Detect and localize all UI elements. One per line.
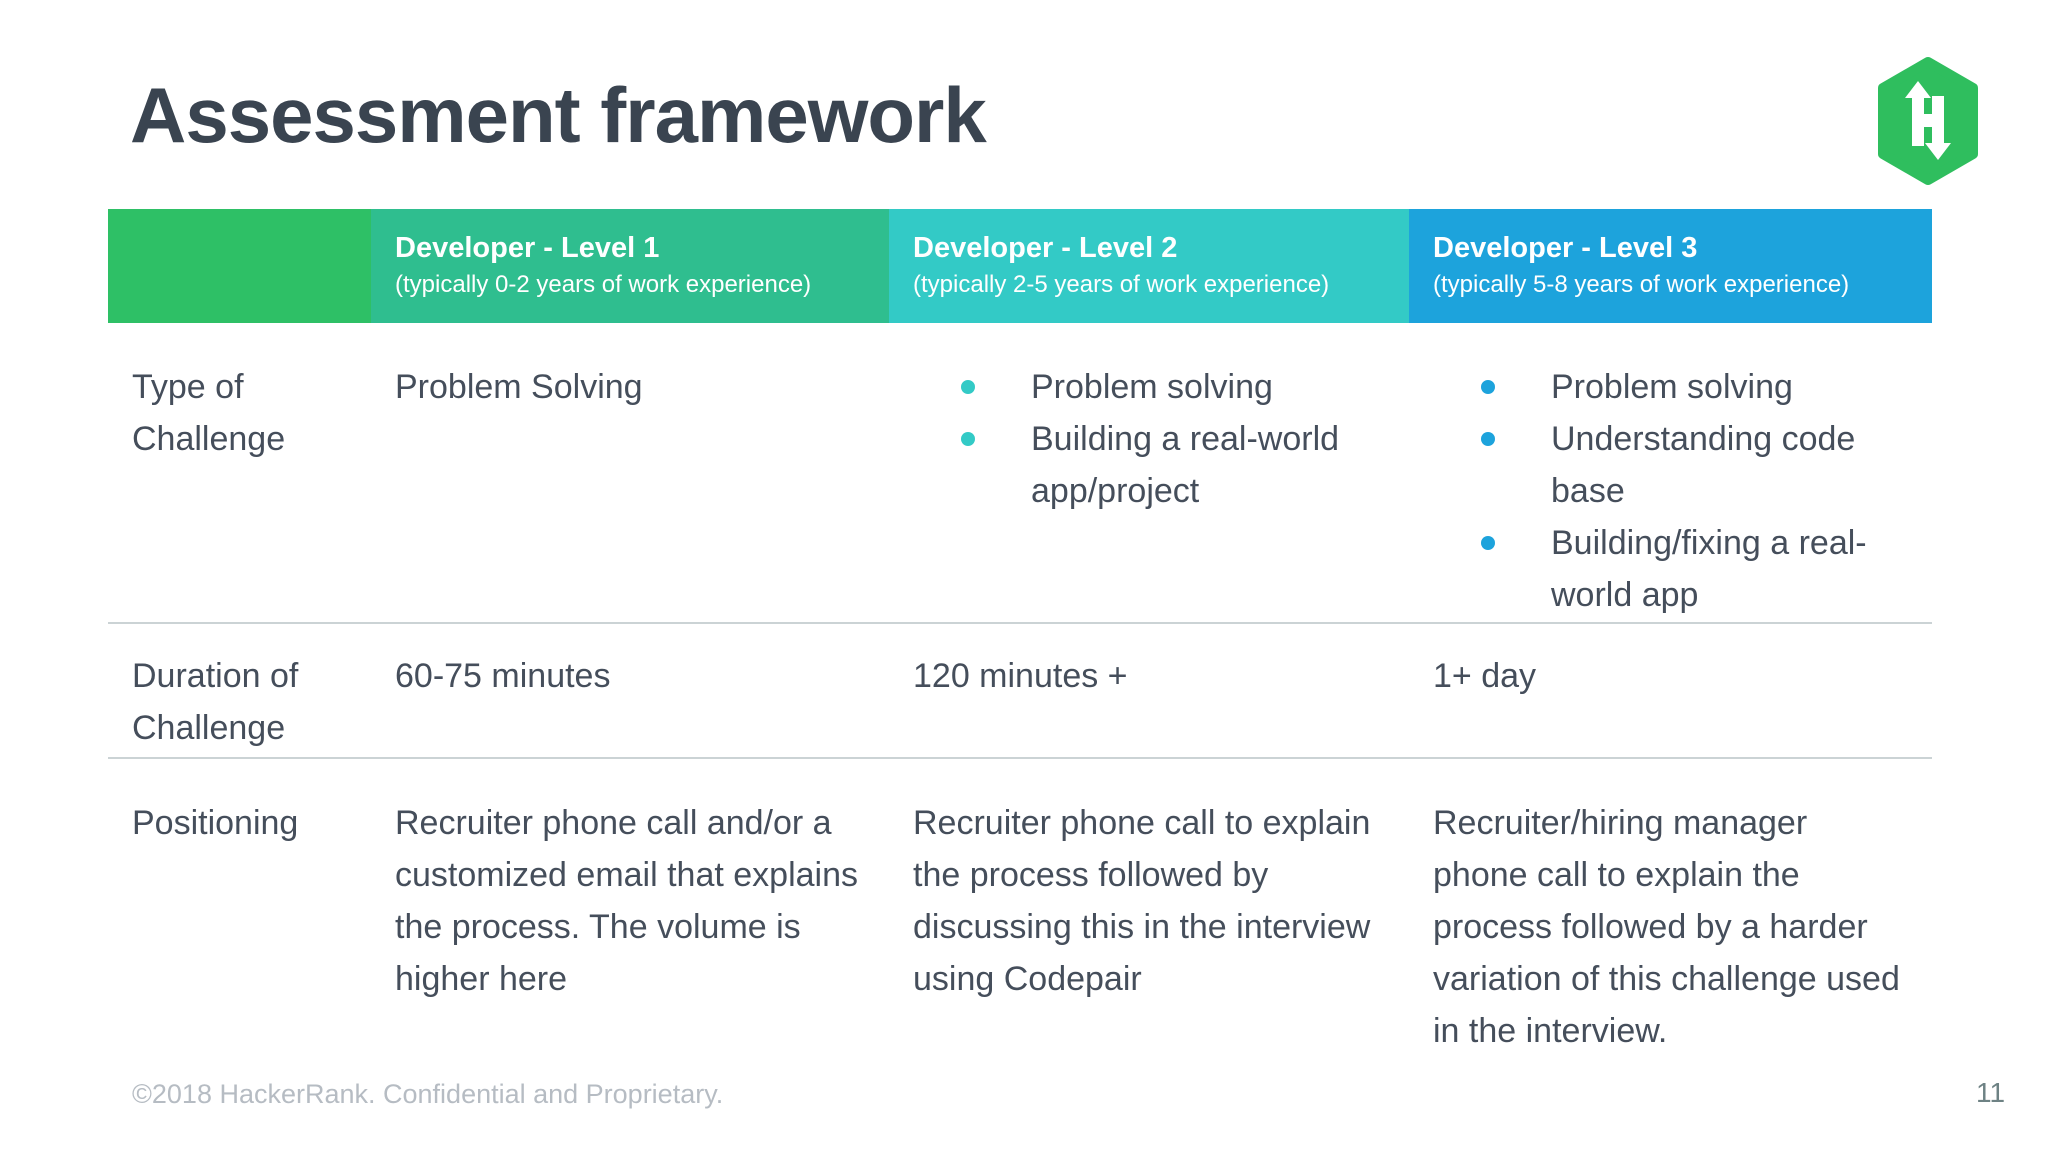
cell-level2-type: Problem solving Building a real-world ap… bbox=[889, 323, 1409, 622]
list-item: Problem solving bbox=[913, 361, 1395, 413]
row-positioning: Positioning Recruiter phone call and/or … bbox=[108, 757, 1932, 1112]
table-header-row: Developer - Level 1 (typically 0-2 years… bbox=[108, 209, 1932, 323]
header-cell-level-1: Developer - Level 1 (typically 0-2 years… bbox=[371, 209, 889, 323]
bullet-text: Problem solving bbox=[1031, 368, 1273, 406]
bullet-icon bbox=[1481, 380, 1495, 394]
bullet-text: Building/fixing a real-world app bbox=[1551, 524, 1867, 614]
column-subtitle: (typically 2-5 years of work experience) bbox=[913, 271, 1330, 299]
column-title: Developer - Level 2 bbox=[913, 232, 1178, 265]
header-cell-blank bbox=[108, 209, 371, 323]
level2-bullet-list: Problem solving Building a real-world ap… bbox=[913, 361, 1395, 517]
cell-level1-positioning: Recruiter phone call and/or a customized… bbox=[371, 759, 889, 1112]
assessment-table: Developer - Level 1 (typically 0-2 years… bbox=[108, 209, 1932, 1112]
cell-level1-type: Problem Solving bbox=[395, 368, 643, 406]
level3-bullet-list: Problem solving Understanding code base … bbox=[1433, 361, 1915, 621]
list-item: Understanding code base bbox=[1433, 413, 1915, 517]
column-title: Developer - Level 1 bbox=[395, 232, 660, 265]
header-cell-level-3: Developer - Level 3 (typically 5-8 years… bbox=[1409, 209, 1932, 323]
row-label: Positioning bbox=[132, 804, 299, 842]
bullet-text: Problem solving bbox=[1551, 368, 1793, 406]
cell-level1-duration: 60-75 minutes bbox=[395, 657, 611, 695]
row-label: Type of Challenge bbox=[132, 368, 286, 458]
bullet-icon bbox=[1481, 432, 1495, 446]
page-title: Assessment framework bbox=[130, 71, 987, 159]
positioning-text: Recruiter phone call and/or a customized… bbox=[395, 804, 859, 998]
hackerrank-logo-icon bbox=[1876, 56, 1980, 186]
bullet-icon bbox=[961, 380, 975, 394]
page-number: 11 bbox=[1976, 1077, 2006, 1108]
bullet-text: Understanding code base bbox=[1551, 420, 1856, 510]
bullet-icon bbox=[961, 432, 975, 446]
list-item: Building/fixing a real-world app bbox=[1433, 517, 1915, 621]
row-duration-of-challenge: Duration of Challenge 60-75 minutes 120 … bbox=[108, 622, 1932, 757]
bullet-icon bbox=[1481, 536, 1495, 550]
cell-level2-duration: 120 minutes + bbox=[913, 657, 1128, 695]
column-subtitle: (typically 5-8 years of work experience) bbox=[1433, 271, 1850, 299]
cell-level3-type: Problem solving Understanding code base … bbox=[1409, 323, 1932, 622]
cell-level3-positioning: Recruiter/hiring manager phone call to e… bbox=[1409, 759, 1932, 1112]
bullet-text: Building a real-world app/project bbox=[1031, 420, 1340, 510]
positioning-text: Recruiter/hiring manager phone call to e… bbox=[1433, 804, 1900, 1050]
footer-copyright: ©2018 HackerRank. Confidential and Propr… bbox=[132, 1079, 724, 1109]
positioning-text: Recruiter phone call to explain the proc… bbox=[913, 804, 1371, 998]
column-subtitle: (typically 0-2 years of work experience) bbox=[395, 271, 812, 299]
column-title: Developer - Level 3 bbox=[1433, 232, 1698, 265]
cell-level2-positioning: Recruiter phone call to explain the proc… bbox=[889, 759, 1409, 1112]
list-item: Building a real-world app/project bbox=[913, 413, 1395, 517]
header-cell-level-2: Developer - Level 2 (typically 2-5 years… bbox=[889, 209, 1409, 323]
row-type-of-challenge: Type of Challenge Problem Solving Proble… bbox=[108, 323, 1932, 622]
cell-level3-duration: 1+ day bbox=[1433, 657, 1537, 695]
row-label: Duration of Challenge bbox=[132, 657, 299, 747]
list-item: Problem solving bbox=[1433, 361, 1915, 413]
